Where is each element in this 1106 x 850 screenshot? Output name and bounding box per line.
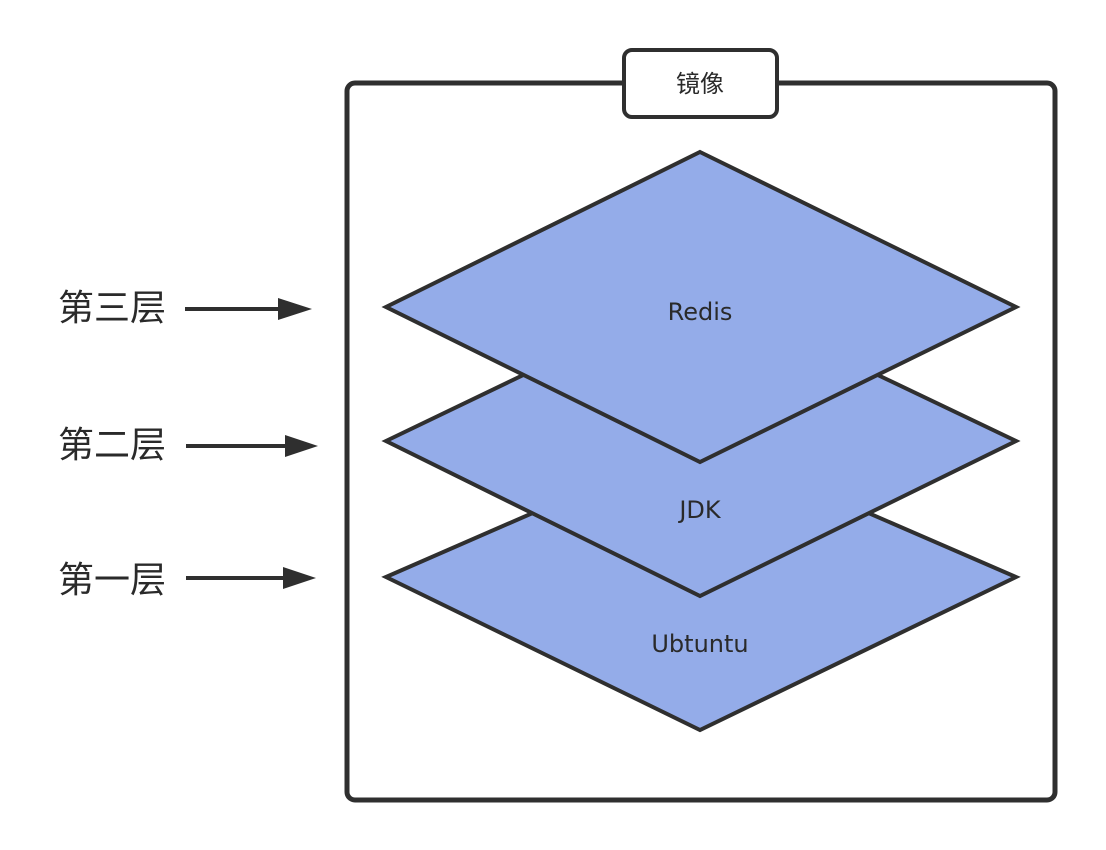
side-label-layer-2: 第二层 <box>58 425 318 466</box>
layer-ubuntu-label: Ubtuntu <box>651 630 748 658</box>
arrow-head-icon <box>278 298 312 320</box>
arrow-head-icon <box>285 435 318 457</box>
arrow-head-icon <box>283 567 316 589</box>
side-label-layer-3: 第三层 <box>58 288 312 329</box>
layer-jdk-label: JDK <box>677 496 722 524</box>
side-label-text: 第二层 <box>58 425 166 466</box>
side-label-text: 第三层 <box>58 288 166 329</box>
layer-redis: Redis <box>381 149 1021 465</box>
side-label-layer-1: 第一层 <box>58 560 316 601</box>
layer-redis-shape <box>381 149 1021 465</box>
side-label-text: 第一层 <box>58 560 166 601</box>
image-title: 镜像 <box>676 70 724 98</box>
layer-redis-label: Redis <box>668 298 733 326</box>
image-title-box <box>622 48 779 119</box>
